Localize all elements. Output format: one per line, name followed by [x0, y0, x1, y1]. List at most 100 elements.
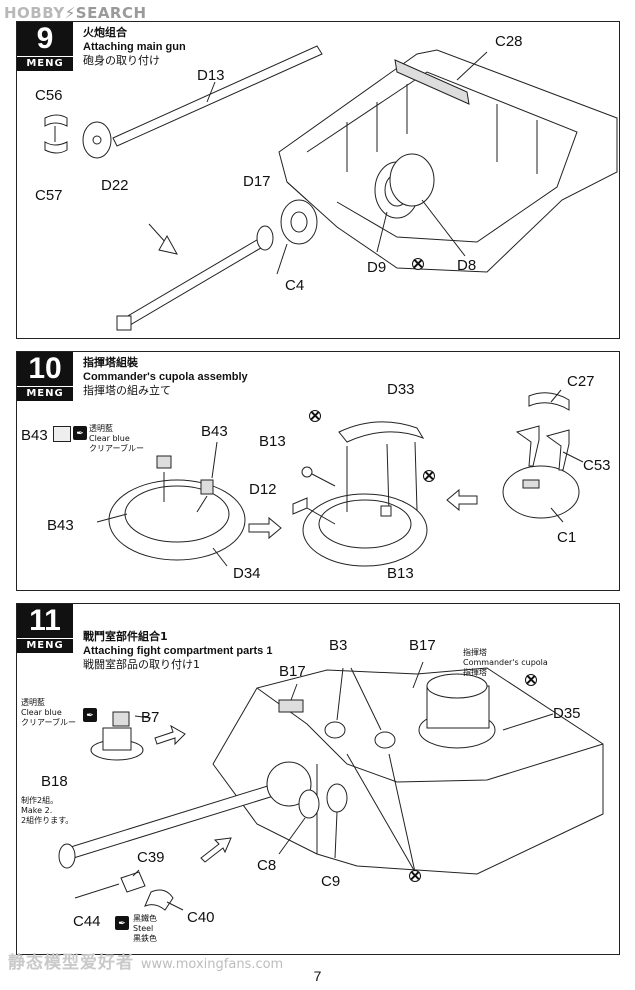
step-11-brand: MENG — [17, 638, 73, 653]
block-b43-right — [200, 479, 214, 495]
label-c4: C4 — [285, 277, 305, 294]
step11-arrow-1 — [154, 724, 186, 746]
b3-leader-a — [336, 667, 344, 721]
watermark-url: www.moxingfans.com — [140, 957, 284, 972]
b43-leader-4 — [96, 513, 128, 523]
label-b13-top: B13 — [259, 433, 286, 450]
periscope-b13-b — [380, 505, 392, 517]
c4-leader — [276, 243, 288, 275]
step10-arrow-right — [248, 516, 282, 540]
cement-leader-1 — [346, 753, 416, 873]
hull-inner-edge — [306, 71, 578, 243]
muzzle-brake — [58, 843, 76, 869]
label-b17-left: B17 — [279, 663, 306, 680]
cupola-ring-d33 — [338, 421, 425, 443]
cupola-top — [426, 673, 488, 699]
c53-leader — [562, 451, 584, 463]
ring-c4 — [280, 199, 318, 245]
c9-leader — [334, 811, 338, 859]
label-c1: C1 — [557, 529, 577, 546]
label-b7: B7 — [141, 709, 160, 726]
cement-icon-cupola — [525, 674, 537, 686]
step-11-title-cn: 戰鬥室部件組合1 — [83, 630, 168, 643]
barrel-muzzle — [116, 315, 132, 331]
clear-blue-note: 透明藍 Clear blue クリアーブルー — [21, 698, 76, 728]
cupola-note-jp: 指揮塔 — [463, 668, 487, 677]
clear-blue-cn: 透明藍 — [21, 698, 45, 707]
hull-body — [278, 49, 618, 273]
color-note-en: Clear blue — [89, 434, 130, 443]
site-logo-dash: ⚡ — [64, 4, 76, 22]
part-c9 — [326, 783, 348, 813]
cement-icon — [412, 258, 424, 270]
b17-left-leader — [290, 683, 298, 701]
disk-d22 — [82, 121, 112, 159]
d33-drop-3 — [414, 441, 418, 511]
ring-c4-inner — [290, 211, 308, 233]
steel-note-jp: 黒鉄色 — [133, 934, 157, 943]
c28-plate — [394, 59, 470, 105]
step-10-panel: 10 MENG 指揮塔組裝 Commander's cupola assembl… — [16, 351, 620, 591]
barrel-lower — [120, 233, 272, 329]
periscope-b3-b — [374, 731, 396, 749]
step-11-illustration — [58, 661, 604, 911]
part-c56 — [44, 114, 68, 127]
step-10-illustration — [96, 389, 584, 567]
b43-leader-2 — [196, 495, 208, 513]
label-c53: C53 — [583, 457, 611, 474]
part-c8 — [298, 789, 320, 819]
label-b13-bottom: B13 — [387, 565, 414, 582]
step-9-number: 9 — [17, 22, 73, 56]
label-d33: D33 — [387, 381, 415, 398]
cupola-note-en: Commander's cupola — [463, 658, 548, 667]
label-d13: D13 — [197, 67, 225, 84]
label-c40: C40 — [187, 909, 215, 926]
color-note-clear-blue: 透明藍 Clear blue クリアーブルー — [89, 424, 144, 454]
step-11-title-en: Attaching fight compartment parts 1 — [83, 645, 273, 657]
paint-brush-icon-blue: ✒ — [83, 708, 97, 722]
assembly-arrow-head — [158, 234, 178, 255]
part-b7 — [112, 711, 130, 727]
step-9-illustration — [44, 45, 618, 331]
step-11-badge: 11 MENG — [17, 604, 73, 653]
label-d17: D17 — [243, 173, 271, 190]
site-logo: HOBBY⚡SEARCH — [4, 4, 147, 22]
periscope-b13-a — [301, 466, 313, 478]
hatch-c1-plate — [522, 479, 540, 489]
step-9-title-en: Attaching main gun — [83, 41, 186, 53]
label-c27: C27 — [567, 373, 595, 390]
label-b43-legend: B43 — [21, 427, 48, 444]
watermark-cn: 静态模型爱好者 — [8, 953, 134, 973]
step11-arrow-2 — [200, 837, 232, 863]
b7-leader — [134, 715, 152, 719]
paint-brush-icon-steel: ✒ — [115, 916, 129, 930]
d33-drop-2 — [386, 443, 390, 513]
site-logo-name: SEARCH — [75, 4, 147, 22]
step-9-panel: 9 MENG 火炮组合 Attaching main gun 砲身の取り付け — [16, 21, 620, 339]
ring-d34-outer — [108, 479, 246, 561]
make-note-en: Make 2. — [21, 806, 53, 815]
cupola-note-cn: 指揮塔 — [463, 648, 487, 657]
part-c39 — [120, 871, 146, 893]
part-b18-body — [102, 727, 132, 751]
step-11-panel: 11 MENG 戰鬥室部件組合1 Attaching fight compart… — [16, 603, 620, 955]
cupola-base-inner — [318, 499, 412, 549]
steel-note-cn: 黑鐵色 — [133, 914, 157, 923]
step-9-badge: 9 MENG — [17, 22, 73, 71]
b17-right-leader — [412, 661, 424, 689]
label-b43-left: B43 — [47, 517, 74, 534]
barrel-lower-collar — [256, 225, 274, 251]
step-11-title: 戰鬥室部件組合1 Attaching fight compartment par… — [83, 630, 272, 672]
cupola-note: 指揮塔 Commander's cupola 指揮塔 — [463, 648, 548, 678]
make-note-jp: 2組作ります。 — [21, 816, 74, 825]
fight-compartment-hull — [212, 667, 604, 875]
watermark: 静态模型爱好者 www.moxingfans.com — [8, 948, 283, 973]
step-9-title: 火炮组合 Attaching main gun 砲身の取り付け — [83, 26, 186, 68]
site-logo-brand: HOBBY — [4, 4, 65, 22]
label-b17-right: B17 — [409, 637, 436, 654]
make-note: 制作2組。 Make 2. 2組作ります。 — [21, 796, 73, 826]
step-11-number: 11 — [17, 604, 73, 638]
step-10-brand: MENG — [17, 386, 73, 401]
d9-leader — [376, 211, 388, 253]
make-note-cn: 制作2組。 — [21, 796, 59, 805]
